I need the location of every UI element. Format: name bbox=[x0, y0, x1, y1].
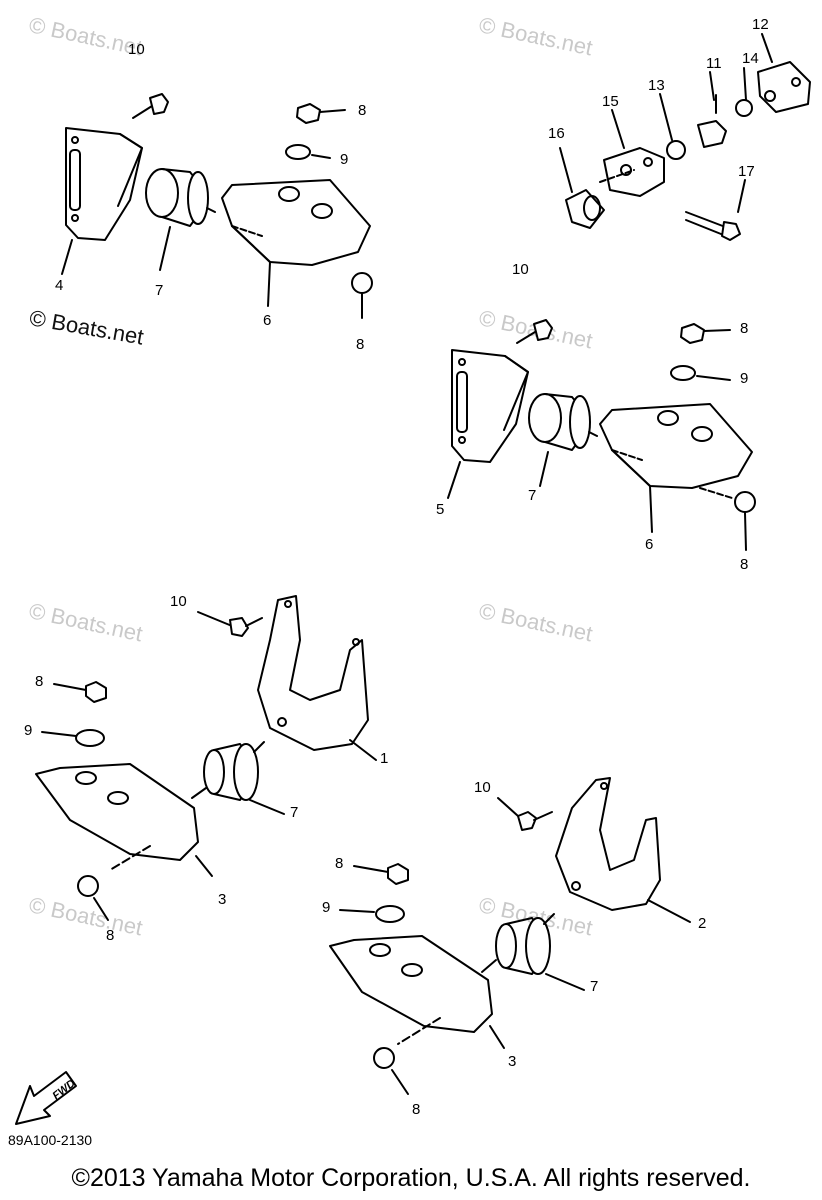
callout-9: 9 bbox=[24, 722, 33, 739]
callout-8: 8 bbox=[335, 855, 344, 872]
nut-8-a bbox=[296, 103, 346, 124]
nut-8-g bbox=[353, 863, 409, 885]
callout-7: 7 bbox=[528, 487, 537, 504]
callout-10: 10 bbox=[128, 41, 145, 58]
bolt-11 bbox=[697, 94, 727, 148]
callout-10: 10 bbox=[512, 261, 529, 278]
callout-4: 4 bbox=[55, 277, 64, 294]
plate-6-a bbox=[221, 179, 371, 266]
bracket-1 bbox=[257, 595, 377, 761]
washer-9-b bbox=[670, 365, 731, 381]
callout-10: 10 bbox=[170, 593, 187, 610]
bracket-4 bbox=[65, 127, 143, 241]
joint-12 bbox=[757, 33, 811, 113]
bracket-5 bbox=[451, 349, 529, 463]
bolt-10-b bbox=[516, 319, 553, 344]
callout-6: 6 bbox=[263, 312, 272, 329]
callout-7: 7 bbox=[155, 282, 164, 299]
callout-16: 16 bbox=[548, 125, 565, 142]
copyright-notice: ©2013 Yamaha Motor Corporation, U.S.A. A… bbox=[71, 1164, 751, 1192]
bolt-10-c bbox=[197, 611, 263, 637]
damper-7-d bbox=[481, 913, 585, 991]
callout-14: 14 bbox=[742, 50, 759, 67]
bolt-17 bbox=[685, 179, 746, 241]
callout-11: 11 bbox=[706, 55, 722, 72]
nut-8-b bbox=[351, 272, 373, 319]
callout-8: 8 bbox=[358, 102, 367, 119]
plate-3-b bbox=[329, 935, 505, 1049]
callout-1: 1 bbox=[380, 750, 389, 767]
bracket-15 bbox=[603, 147, 665, 197]
nut-8-h bbox=[373, 1047, 409, 1095]
washer-9-a bbox=[285, 144, 331, 160]
callout-5: 5 bbox=[436, 501, 445, 518]
washer-14 bbox=[735, 99, 753, 117]
callout-9: 9 bbox=[322, 899, 331, 916]
nut-8-c bbox=[680, 323, 731, 344]
callout-15: 15 bbox=[602, 93, 619, 110]
callout-12: 12 bbox=[752, 16, 769, 33]
bushing-16 bbox=[565, 189, 605, 229]
fwd-arrow-icon bbox=[15, 1071, 77, 1125]
callout-3: 3 bbox=[218, 891, 227, 908]
bracket-2 bbox=[555, 777, 691, 923]
nut-13 bbox=[666, 140, 686, 160]
callout-7: 7 bbox=[290, 804, 299, 821]
callout-8: 8 bbox=[106, 927, 115, 944]
callout-8: 8 bbox=[740, 320, 749, 337]
callout-8: 8 bbox=[740, 556, 749, 573]
nut-8-e bbox=[53, 681, 107, 703]
nut-8-d bbox=[699, 487, 756, 551]
nut-8-f bbox=[77, 875, 109, 921]
callout-3: 3 bbox=[508, 1053, 517, 1070]
damper-7-a bbox=[145, 168, 216, 227]
callout-17: 17 bbox=[738, 163, 755, 180]
callout-9: 9 bbox=[340, 151, 349, 168]
callout-2: 2 bbox=[698, 915, 707, 932]
callout-13: 13 bbox=[648, 77, 665, 94]
plate-3-a bbox=[35, 763, 213, 877]
engine-mount-exploded-diagram: FWD bbox=[15, 33, 811, 1125]
damper-7-b bbox=[528, 393, 598, 451]
plate-6-b bbox=[599, 403, 753, 489]
washer-9-d bbox=[339, 905, 405, 923]
callout-7: 7 bbox=[590, 978, 599, 995]
bolt-10-a bbox=[132, 93, 169, 119]
callout-10: 10 bbox=[474, 779, 491, 796]
diagram-code: 89A100-2130 bbox=[8, 1132, 93, 1148]
callout-8: 8 bbox=[356, 336, 365, 353]
callout-8: 8 bbox=[35, 673, 44, 690]
damper-7-c bbox=[191, 741, 285, 815]
bolt-10-d bbox=[497, 797, 553, 831]
callout-8: 8 bbox=[412, 1101, 421, 1118]
callout-6: 6 bbox=[645, 536, 654, 553]
washer-9-c bbox=[41, 729, 105, 747]
callout-9: 9 bbox=[740, 370, 749, 387]
